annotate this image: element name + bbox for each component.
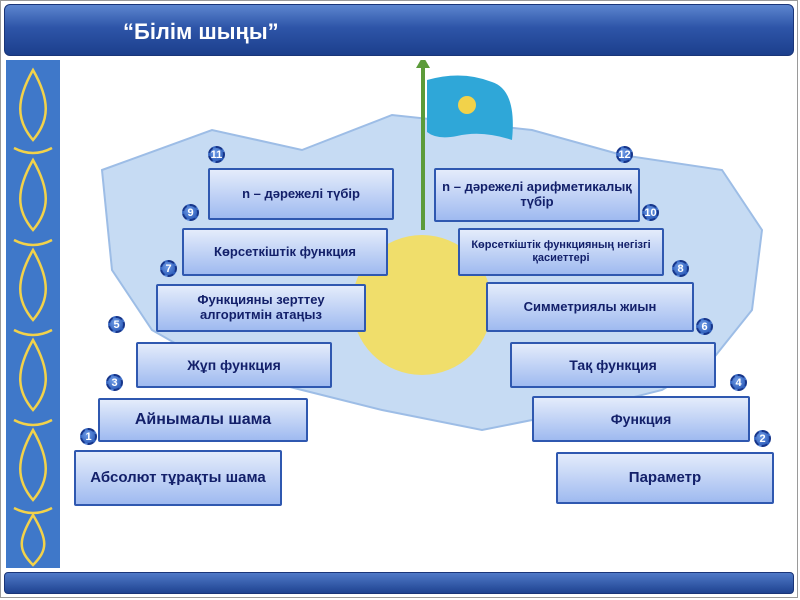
level-block-2[interactable]: Параметр <box>556 452 774 504</box>
level-number-badge: 9 <box>182 204 199 221</box>
level-label: Тақ функция <box>569 356 657 373</box>
level-number-badge: 10 <box>642 204 659 221</box>
level-number-badge: 11 <box>208 146 225 163</box>
level-block-7[interactable]: Функцияны зерттеу алгоритмін атаңыз <box>156 284 366 332</box>
slide-title: “Білім шыңы” <box>123 19 279 44</box>
level-number-badge: 8 <box>672 260 689 277</box>
level-block-12[interactable]: n – дәрежелі арифметикалық түбір <box>434 168 640 222</box>
level-number-badge: 4 <box>730 374 747 391</box>
level-block-1[interactable]: Абсолют тұрақты шама <box>74 450 282 506</box>
level-block-6[interactable]: Тақ функция <box>510 342 716 388</box>
bottom-bar <box>4 572 794 594</box>
level-block-9[interactable]: Көрсеткіштік функция <box>182 228 388 276</box>
level-label: Симметриялы жиын <box>523 298 657 314</box>
level-label: Көрсеткіштік функция <box>214 243 356 259</box>
level-label: n – дәрежелі түбір <box>242 185 360 201</box>
level-number-badge: 3 <box>106 374 123 391</box>
level-block-5[interactable]: Жұп функция <box>136 342 332 388</box>
level-label: Айнымалы шама <box>134 410 272 428</box>
level-number-badge: 5 <box>108 316 125 333</box>
level-label: Көрсеткіштік функцияның негізгі қасиетте… <box>471 239 651 264</box>
level-label: Параметр <box>628 469 702 487</box>
ornament-strip <box>6 60 60 568</box>
level-label: Функцияны зерттеу алгоритмін атаңыз <box>197 292 325 322</box>
level-number-badge: 1 <box>80 428 97 445</box>
level-number-badge: 6 <box>696 318 713 335</box>
level-block-4[interactable]: Функция <box>532 396 750 442</box>
level-label: n – дәрежелі арифметикалық түбір <box>442 179 632 209</box>
level-number-badge: 12 <box>616 146 633 163</box>
level-number-badge: 2 <box>754 430 771 447</box>
level-label: Функция <box>610 410 672 427</box>
ornament-icon <box>13 67 53 567</box>
level-label: Жұп функция <box>187 356 281 373</box>
level-block-3[interactable]: Айнымалы шама <box>98 398 308 442</box>
level-block-10[interactable]: Көрсеткіштік функцияның негізгі қасиетте… <box>458 228 664 276</box>
title-bar: “Білім шыңы” <box>4 4 794 56</box>
level-label: Абсолют тұрақты шама <box>90 469 266 487</box>
level-number-badge: 7 <box>160 260 177 277</box>
level-block-8[interactable]: Симметриялы жиын <box>486 282 694 332</box>
level-block-11[interactable]: n – дәрежелі түбір <box>208 168 394 220</box>
